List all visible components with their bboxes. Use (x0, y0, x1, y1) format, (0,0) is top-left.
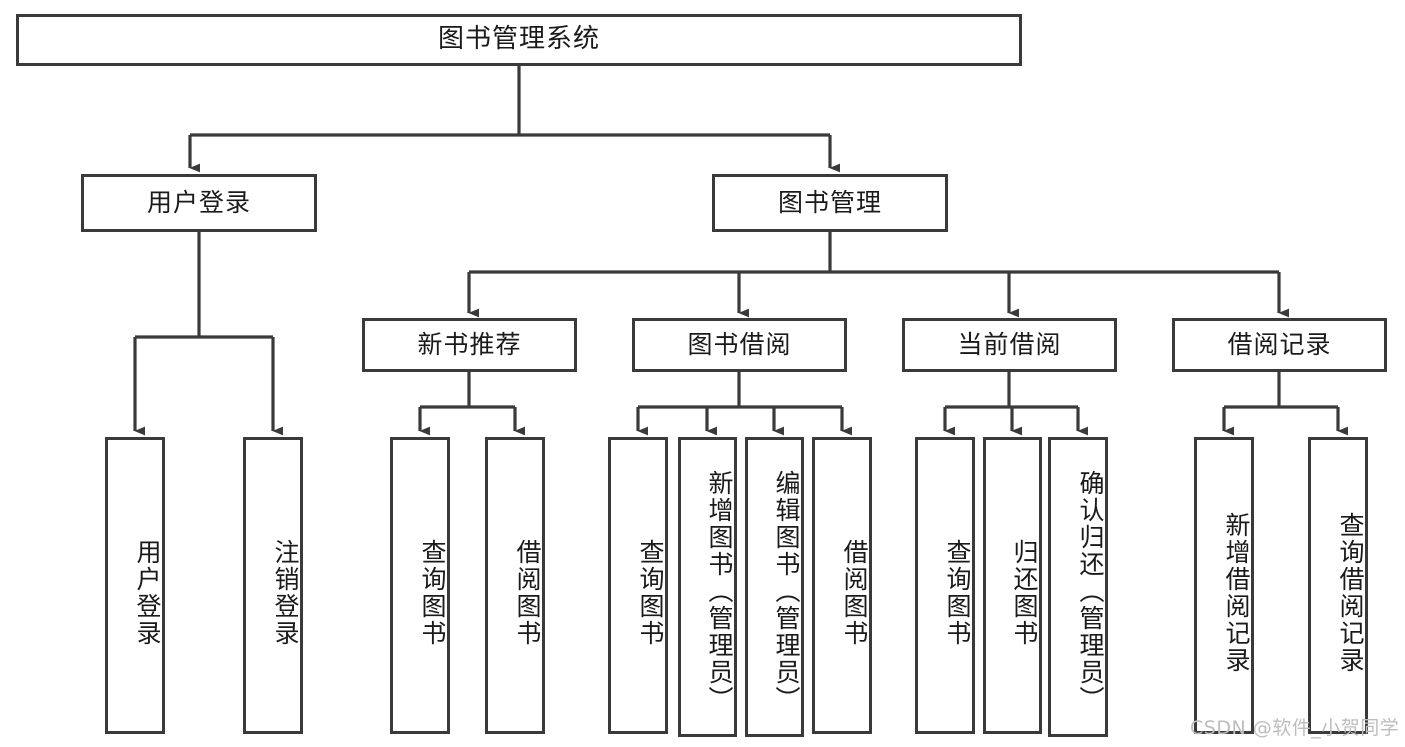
leaf-current-borrow-return-book[interactable]: 归还图书 (983, 437, 1042, 734)
leaf-current-borrow-confirm-return-admin[interactable]: 确认归还（管理员） (1048, 437, 1108, 737)
leaf-book-borrow-edit-book-admin[interactable]: 编辑图书（管理员） (745, 437, 804, 737)
node-book-management[interactable]: 图书管理 (712, 174, 948, 232)
node-user-login[interactable]: 用户登录 (81, 174, 317, 232)
leaf-book-borrow-add-book-admin[interactable]: 新增图书（管理员） (678, 437, 737, 737)
leaf-user-login-logout[interactable]: 注销登录 (243, 437, 303, 734)
leaf-borrow-record-add-record[interactable]: 新增借阅记录 (1194, 437, 1254, 734)
leaf-new-book-query-book[interactable]: 查询图书 (390, 437, 450, 734)
node-new-book-recommend[interactable]: 新书推荐 (362, 318, 577, 372)
node-book-borrow[interactable]: 图书借阅 (632, 318, 847, 372)
node-current-borrow[interactable]: 当前借阅 (902, 318, 1117, 372)
csdn-watermark: CSDN @软件_小贺同学 (1190, 717, 1400, 739)
leaf-user-login-login[interactable]: 用户登录 (105, 437, 165, 734)
leaf-current-borrow-query-book[interactable]: 查询图书 (915, 437, 975, 734)
leaf-new-book-borrow-book[interactable]: 借阅图书 (485, 437, 545, 734)
leaf-book-borrow-query-book[interactable]: 查询图书 (608, 437, 668, 734)
leaf-borrow-record-query-record[interactable]: 查询借阅记录 (1308, 437, 1368, 734)
leaf-book-borrow-borrow-book[interactable]: 借阅图书 (812, 437, 872, 734)
node-borrow-record[interactable]: 借阅记录 (1172, 318, 1387, 372)
node-root-library-system[interactable]: 图书管理系统 (16, 14, 1022, 66)
